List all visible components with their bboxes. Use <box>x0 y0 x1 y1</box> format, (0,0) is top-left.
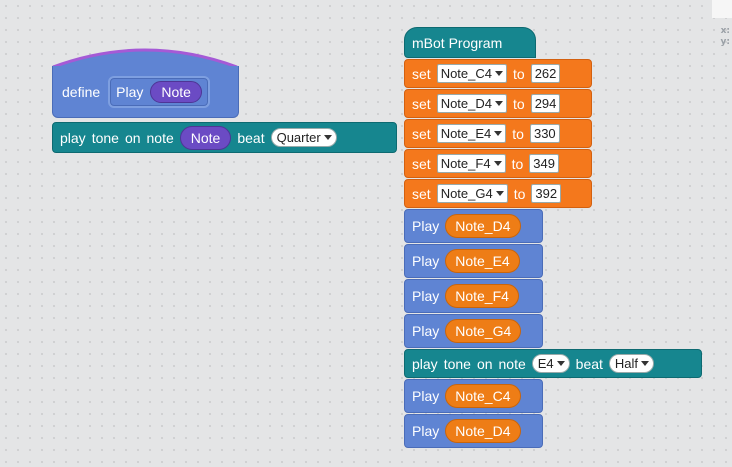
play-word: play <box>60 129 86 146</box>
beat-word: beat <box>237 129 265 146</box>
beat-dropdown-value: Half <box>614 356 639 371</box>
variable-dropdown[interactable]: Note_C4 <box>436 64 507 83</box>
note-dropdown-value: E4 <box>537 356 554 371</box>
beat-word: beat <box>575 355 603 372</box>
value-input[interactable]: 392 <box>531 184 562 203</box>
set-keyword: set <box>412 125 431 142</box>
variable-name: Note_D4 <box>440 96 492 111</box>
value-input[interactable]: 349 <box>529 154 559 173</box>
variable-dropdown[interactable]: Note_E4 <box>436 124 507 143</box>
set-keyword: set <box>412 95 431 112</box>
tone-word: tone <box>91 129 119 146</box>
play-tone-block[interactable]: play tone on note Note beat Quarter <box>52 122 397 153</box>
variable-dropdown[interactable]: Note_F4 <box>436 154 506 173</box>
play-call-block[interactable]: Play Note_G4 <box>404 314 543 348</box>
play-keyword: Play <box>412 253 440 269</box>
play-keyword: Play <box>412 323 440 339</box>
chevron-down-icon <box>495 71 503 76</box>
play-call-block[interactable]: Play Note_D4 <box>404 209 543 243</box>
x-coordinate-label: x: <box>720 26 730 36</box>
chevron-down-icon <box>495 101 503 106</box>
chevron-down-icon <box>493 161 502 166</box>
play-keyword: Play <box>412 388 440 404</box>
define-keyword: define <box>62 83 101 100</box>
to-word: to <box>513 65 525 82</box>
play-call-block[interactable]: Play Note_F4 <box>404 279 543 313</box>
chevron-down-icon <box>495 191 504 196</box>
to-word: to <box>512 125 524 142</box>
define-block[interactable]: define Play Note <box>52 66 239 118</box>
note-variable-reporter[interactable]: Note_F4 <box>445 284 519 308</box>
define-param-note[interactable]: Note <box>150 80 202 103</box>
value-input[interactable]: 262 <box>530 64 561 83</box>
play-keyword: Play <box>412 288 440 304</box>
note-variable-reporter[interactable]: Note_G4 <box>445 319 522 343</box>
value-input[interactable]: 294 <box>530 94 561 113</box>
play-call-block[interactable]: Play Note_C4 <box>404 379 543 413</box>
set-keyword: set <box>412 155 431 172</box>
play-keyword: Play <box>412 423 440 439</box>
stage-corner <box>712 0 732 18</box>
on-word: on <box>476 355 493 372</box>
value-input[interactable]: 330 <box>529 124 560 143</box>
mbot-program-label: mBot Program <box>412 34 503 51</box>
play-call-block[interactable]: Play Note_D4 <box>404 414 543 448</box>
play-keyword: Play <box>412 218 440 234</box>
note-variable-reporter[interactable]: Note_D4 <box>445 419 521 443</box>
tone-word: tone <box>443 355 471 372</box>
beat-dropdown[interactable]: Quarter <box>270 128 337 147</box>
set-keyword: set <box>412 185 431 202</box>
set-block[interactable]: set Note_C4 to 262 <box>404 59 592 88</box>
note-variable-reporter[interactable]: Note_C4 <box>445 384 521 408</box>
variable-name: Note_F4 <box>440 156 491 171</box>
note-dropdown[interactable]: E4 <box>531 354 570 373</box>
y-coordinate-label: y: <box>720 37 730 47</box>
variable-dropdown[interactable]: Note_G4 <box>436 184 508 203</box>
to-word: to <box>511 155 524 172</box>
variable-name: Note_C4 <box>440 66 492 81</box>
variable-dropdown[interactable]: Note_D4 <box>436 94 507 113</box>
note-variable-reporter[interactable]: Note_E4 <box>445 249 520 273</box>
note-param-reporter[interactable]: Note <box>179 125 232 150</box>
mbot-program-hat[interactable]: mBot Program <box>404 27 536 58</box>
note-variable-reporter[interactable]: Note_D4 <box>445 214 521 238</box>
set-block[interactable]: set Note_D4 to 294 <box>404 89 592 118</box>
chevron-down-icon <box>556 361 565 366</box>
set-block[interactable]: set Note_G4 to 392 <box>404 179 592 208</box>
to-word: to <box>513 185 526 202</box>
play-tone-block[interactable]: play tone on note E4 beat Half <box>404 349 702 378</box>
chevron-down-icon <box>494 131 503 136</box>
on-word: on <box>124 129 141 146</box>
variable-name: Note_E4 <box>440 126 492 141</box>
set-keyword: set <box>412 65 431 82</box>
beat-dropdown-value: Quarter <box>276 130 321 145</box>
set-block[interactable]: set Note_F4 to 349 <box>404 149 592 178</box>
variable-name: Note_G4 <box>440 186 493 201</box>
note-word: note <box>146 129 174 146</box>
to-word: to <box>513 95 525 112</box>
chevron-down-icon <box>323 135 332 140</box>
define-prototype[interactable]: Play Note <box>108 75 210 108</box>
play-call-block[interactable]: Play Note_E4 <box>404 244 543 278</box>
set-block[interactable]: set Note_E4 to 330 <box>404 119 592 148</box>
beat-dropdown[interactable]: Half <box>608 354 655 373</box>
play-word: play <box>412 355 438 372</box>
define-proc-name: Play <box>116 83 144 100</box>
note-word: note <box>498 355 526 372</box>
chevron-down-icon <box>641 361 650 366</box>
